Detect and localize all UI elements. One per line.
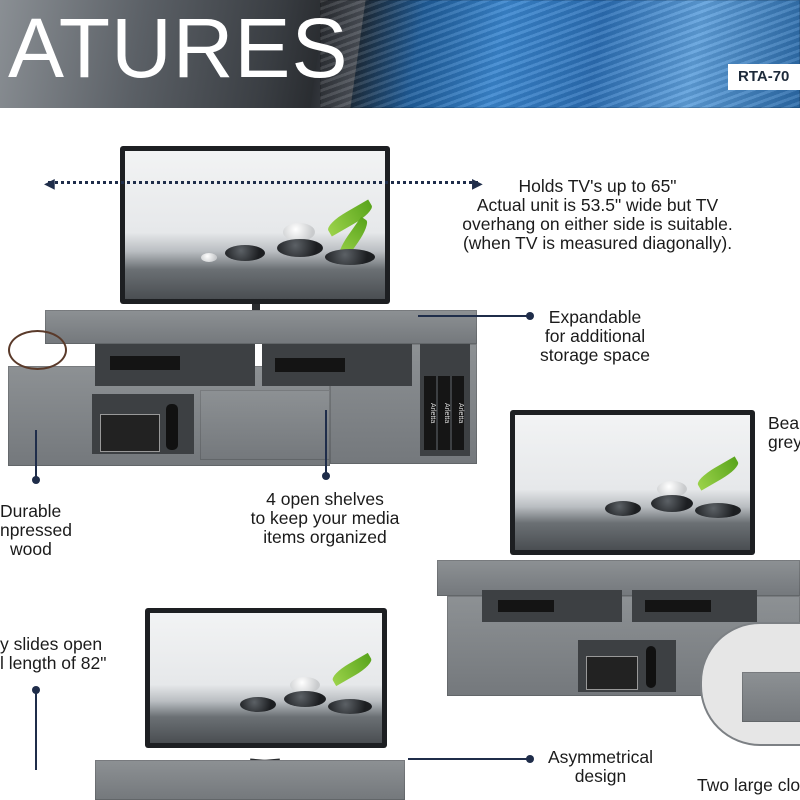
stone-dark xyxy=(277,239,323,257)
callout-slides: y slides open l length of 82" xyxy=(0,635,120,673)
callout-dot xyxy=(32,476,40,484)
stone-white xyxy=(657,481,687,497)
callout-line: design xyxy=(574,766,627,786)
callout-line: to keep your media xyxy=(250,508,400,528)
callout-tv-size: Holds TV's up to 65" Actual unit is 53.5… xyxy=(430,177,765,253)
stone-white xyxy=(201,253,217,262)
stone-white xyxy=(290,677,320,693)
media-player xyxy=(645,600,711,612)
callout-asymmetrical: Asymmetrical design xyxy=(528,748,673,786)
callout-line: Asymmetrical xyxy=(547,747,653,767)
header-banner xyxy=(0,0,800,108)
stone-white xyxy=(283,223,315,241)
callout-line: Actual unit is 53.5" wide but TV xyxy=(476,195,719,215)
tv-screen xyxy=(150,613,382,743)
callout-leader xyxy=(35,690,37,770)
console-top xyxy=(45,310,477,344)
callout-line: storage space xyxy=(540,345,650,365)
callout-line: overhang on either side is suitable. xyxy=(462,214,733,234)
drawer-front xyxy=(200,390,330,460)
speaker-device xyxy=(586,656,638,690)
tv-main xyxy=(120,146,390,304)
callout-color: Bea grey xyxy=(768,414,800,452)
callout-drawers: Two large clo xyxy=(697,776,800,795)
console-top xyxy=(95,760,405,800)
cable-box xyxy=(498,600,554,612)
bicycle-decoration xyxy=(8,330,67,370)
callout-line: Holds TV's up to 65" xyxy=(518,176,677,196)
callout-line: wood xyxy=(10,539,52,559)
callout-leader xyxy=(35,430,37,480)
callout-line: Bea xyxy=(768,413,800,433)
callout-line: 4 open shelves xyxy=(266,489,384,509)
stone-dark xyxy=(695,503,741,518)
callout-line: npressed xyxy=(0,520,72,540)
tv-screen xyxy=(515,415,750,550)
media-player xyxy=(275,358,345,372)
tv-right xyxy=(510,410,755,555)
stone-dark xyxy=(284,691,326,707)
callout-leader xyxy=(408,758,530,760)
smart-speaker xyxy=(646,646,656,688)
callout-line: items organized xyxy=(263,527,387,547)
callout-expandable: Expandable for additional storage space xyxy=(530,308,660,365)
callout-line: y slides open xyxy=(0,634,103,654)
stone-dark xyxy=(240,697,276,712)
book: Arletta xyxy=(452,376,464,450)
stone-dark xyxy=(651,495,693,512)
page-title: ATURES xyxy=(8,1,349,95)
width-arrow-line xyxy=(48,181,478,184)
callout-line: (when TV is measured diagonally). xyxy=(462,233,733,253)
banner-wood-texture xyxy=(320,0,800,108)
leaf-decoration xyxy=(694,456,742,491)
callout-line: Durable xyxy=(0,501,62,521)
smart-speaker xyxy=(166,404,178,450)
model-badge: RTA-70 xyxy=(728,64,800,90)
speaker-device xyxy=(100,414,160,452)
callout-leader xyxy=(325,410,327,476)
drawer-open xyxy=(742,672,800,722)
callout-dot xyxy=(322,472,330,480)
arrow-right-icon: ▶ xyxy=(472,175,483,191)
stone-dark xyxy=(325,249,375,265)
callout-shelves: 4 open shelves to keep your media items … xyxy=(230,490,420,547)
callout-line: Expandable xyxy=(548,307,642,327)
tv-bottom xyxy=(145,608,387,748)
callout-durable: Durable npressed wood xyxy=(0,502,80,559)
callout-line: grey xyxy=(768,432,800,452)
book: Arletta xyxy=(424,376,436,450)
cable-box xyxy=(110,356,180,370)
callout-line: l length of 82" xyxy=(0,653,107,673)
callout-dot xyxy=(526,312,534,320)
tv-screen xyxy=(125,151,385,299)
stone-dark xyxy=(328,699,372,714)
stone-dark xyxy=(605,501,641,516)
callout-leader xyxy=(418,315,530,317)
book: Arletta xyxy=(438,376,450,450)
arrow-left-icon: ◀ xyxy=(44,175,55,191)
drawer-zoom xyxy=(700,622,800,746)
stone-dark xyxy=(225,245,265,261)
callout-line: for additional xyxy=(544,326,646,346)
leaf-decoration xyxy=(329,652,375,687)
callout-line: Two large clo xyxy=(697,775,800,795)
callout-dot xyxy=(526,755,534,763)
